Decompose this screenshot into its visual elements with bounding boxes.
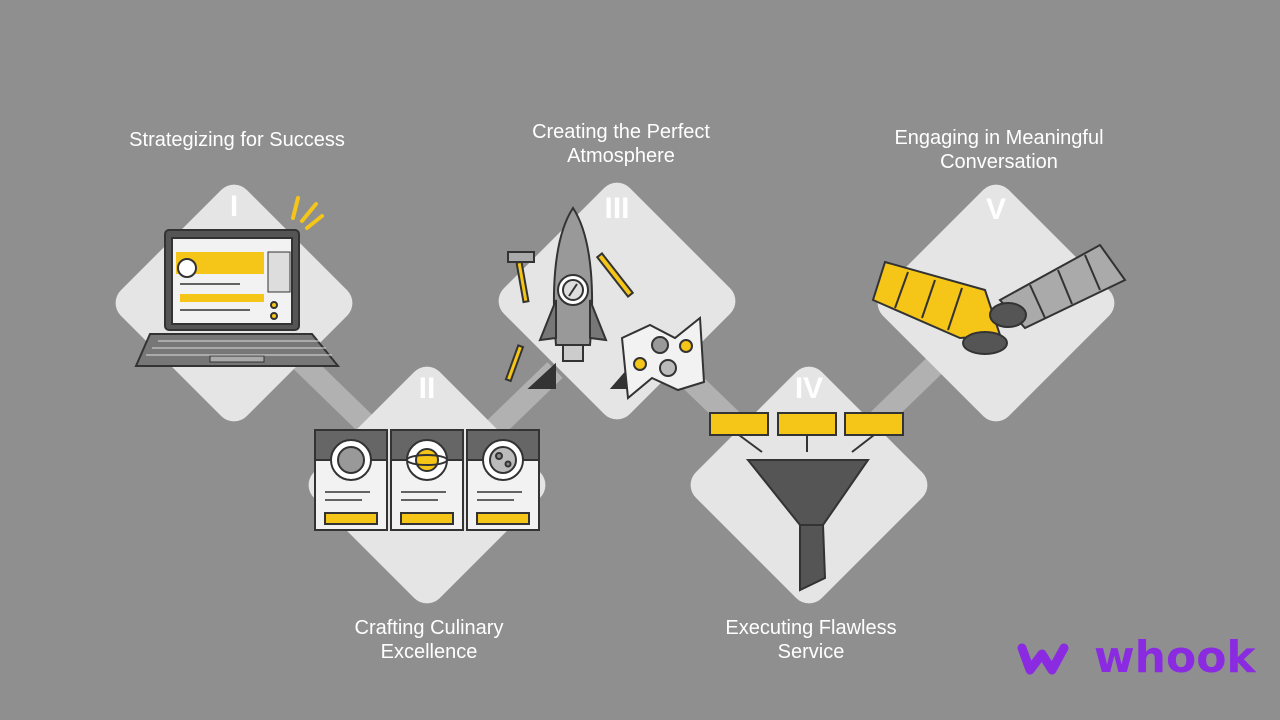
diamond-step-5 bbox=[877, 184, 1115, 422]
map-icon bbox=[620, 316, 706, 400]
laptop-icon bbox=[134, 196, 341, 367]
step-2-title-line1: Crafting Culinary bbox=[354, 617, 504, 639]
rocket-icon bbox=[527, 206, 633, 389]
step-1-title-line1: Strategizing for Success bbox=[129, 129, 345, 151]
step-5-title-line1: Engaging in Meaningful bbox=[894, 127, 1104, 149]
step-4-title-line2: Service bbox=[777, 641, 845, 663]
step-2-title-line2: Excellence bbox=[380, 641, 478, 663]
step-4-title: Executing Flawless Service bbox=[700, 616, 922, 664]
tools-icon bbox=[504, 251, 635, 383]
step-1-title: Strategizing for Success bbox=[116, 128, 358, 152]
numeral-step-1: I bbox=[230, 190, 238, 223]
handshake-icon bbox=[871, 243, 1127, 355]
funnel-icon bbox=[709, 412, 904, 592]
step-5-title-line2: Conversation bbox=[940, 151, 1058, 173]
step-3-title-line2: Atmosphere bbox=[567, 145, 675, 167]
step-2-title: Crafting Culinary Excellence bbox=[318, 616, 540, 664]
numeral-step-5: V bbox=[986, 193, 1006, 226]
step-3-title: Creating the Perfect Atmosphere bbox=[502, 120, 740, 168]
step-3-title-line1: Creating the Perfect bbox=[532, 121, 710, 143]
numeral-step-3: III bbox=[604, 192, 629, 225]
brand-logo-text: whook bbox=[1094, 632, 1256, 683]
numeral-step-2: II bbox=[419, 372, 436, 405]
numeral-step-4: IV bbox=[795, 372, 823, 405]
step-5-title: Engaging in Meaningful Conversation bbox=[868, 126, 1130, 174]
planet-cards-icon bbox=[314, 429, 540, 531]
whook-logo-mark bbox=[1017, 643, 1069, 675]
step-4-title-line1: Executing Flawless bbox=[725, 617, 897, 639]
